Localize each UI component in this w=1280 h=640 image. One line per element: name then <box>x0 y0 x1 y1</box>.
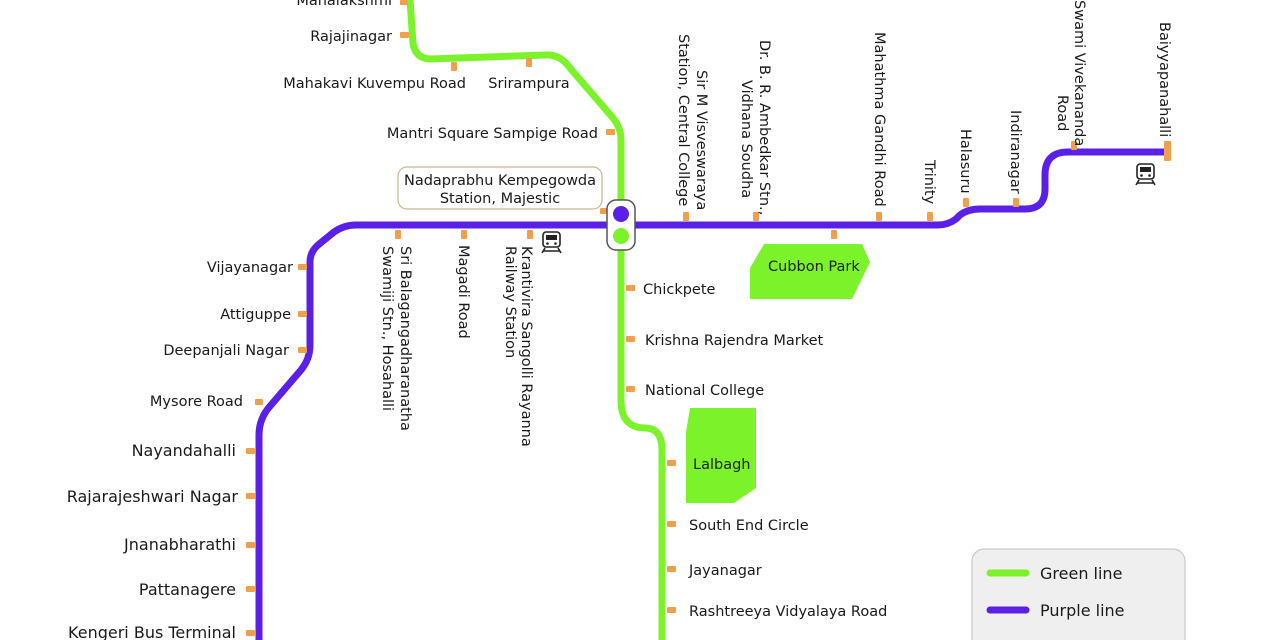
station-label-jayanagar[interactable]: Jayanagar <box>688 563 762 579</box>
legend-box <box>971 548 1186 640</box>
station-label-rr-nagar[interactable]: Rajarajeshwari Nagar <box>67 487 239 506</box>
station-label-kengeri[interactable]: Kengeri Bus Terminal <box>68 623 236 640</box>
tick-mysore-road <box>255 399 263 405</box>
interchange-label-box <box>397 166 603 210</box>
station-label-mg-road[interactable]: Mahathma Gandhi Road <box>871 32 887 207</box>
green-line-ticks <box>400 0 676 613</box>
tick-mantri-square <box>606 129 615 135</box>
interchange-label-line2: Station, Majestic <box>440 191 560 207</box>
tick-krantivira <box>527 230 533 239</box>
station-label-central-college-line2[interactable]: Station, Central College <box>675 34 691 206</box>
station-label-rv-road[interactable]: Rashtreeya Vidyalaya Road <box>689 604 887 620</box>
tick-kengeri <box>246 630 255 636</box>
green-line-track <box>406 0 666 640</box>
tick-south-end-circle <box>667 521 676 527</box>
station-label-deepanjali-nagar[interactable]: Deepanjali Nagar <box>163 343 289 359</box>
station-label-vidhana-soudha-line2[interactable]: Vidhana Soudha <box>738 80 754 198</box>
station-label-halasuru[interactable]: Halasuru <box>957 129 973 194</box>
station-label-baiyyapanahalli[interactable]: Baiyyapanahalli <box>1156 22 1172 137</box>
tick-magadi-road <box>461 230 467 239</box>
purple-line-track <box>255 148 1171 640</box>
park-label-lalbagh: Lalbagh <box>693 457 750 473</box>
interchange-green-dot <box>613 228 629 244</box>
tick-mahalakshmi <box>400 0 408 5</box>
interchange-majestic[interactable] <box>606 199 636 251</box>
tick-vijayanagar <box>298 264 307 270</box>
tick-vidhana-soudha <box>753 212 759 221</box>
tick-srirampura <box>526 58 532 67</box>
station-label-jnanabharathi[interactable]: Jnanabharathi <box>123 535 236 554</box>
purple-line-ticks <box>246 141 1171 636</box>
tick-jnanabharathi <box>246 542 255 548</box>
tick-trinity <box>927 212 933 221</box>
tick-kr-market <box>626 336 635 342</box>
tick-national-college <box>626 386 635 392</box>
station-label-central-college-line1[interactable]: Sir M Visveswaraya <box>693 70 709 210</box>
tick-halasuru <box>963 198 969 207</box>
tick-jayanagar <box>667 566 676 572</box>
tick-chickpete <box>626 285 635 291</box>
legend-purple-label: Purple line <box>1040 601 1125 620</box>
station-label-vidhana-soudha-line1[interactable]: Dr. B. R. Ambedkar Stn., <box>756 40 772 215</box>
tick-deepanjali-nagar <box>298 347 307 353</box>
legend: Green line Purple line <box>971 548 1186 640</box>
station-label-rajajinagar[interactable]: Rajajinagar <box>310 29 392 45</box>
station-label-swami-vivekananda-line2[interactable]: Road <box>1054 95 1070 131</box>
station-label-mysore-road[interactable]: Mysore Road <box>150 394 243 410</box>
station-label-mantri-square[interactable]: Mantri Square Sampige Road <box>387 126 598 142</box>
tick-majestic-label <box>600 208 607 214</box>
park-label-cubbon: Cubbon Park <box>768 259 860 275</box>
tick-baiyyapanahalli <box>1164 141 1171 161</box>
tick-attiguppe <box>298 311 307 317</box>
station-label-nayandahalli[interactable]: Nayandahalli <box>132 441 236 460</box>
station-label-chickpete[interactable]: Chickpete <box>643 282 716 298</box>
tick-mg-road <box>876 212 882 221</box>
tick-lalbagh <box>667 460 676 466</box>
train-icon <box>1135 163 1156 186</box>
station-label-krantivira-line1[interactable]: Krantivira Sangolli Rayanna <box>518 246 534 447</box>
tick-rajajinagar <box>400 32 409 38</box>
cubbon-park-area <box>750 244 870 299</box>
lalbagh-park-area <box>686 408 756 503</box>
tick-pattanagere <box>246 586 255 592</box>
tick-rr-nagar <box>246 493 255 499</box>
train-icon <box>541 231 562 254</box>
station-label-vijayanagar[interactable]: Vijayanagar <box>207 260 293 276</box>
tick-indiranagar <box>1013 198 1019 207</box>
station-label-hosahalli-line1[interactable]: Sri Balagangadharanatha <box>397 246 413 431</box>
legend-green-label: Green line <box>1040 564 1122 583</box>
station-label-swami-vivekananda-line1[interactable]: Swami Vivekananda <box>1071 0 1087 146</box>
interchange-purple-dot <box>613 206 629 222</box>
tick-central-college <box>683 212 689 221</box>
tick-swami-vivekananda <box>1071 141 1077 150</box>
station-label-attiguppe[interactable]: Attiguppe <box>220 307 291 323</box>
station-label-magadi-road[interactable]: Magadi Road <box>455 245 471 339</box>
station-label-south-end-circle[interactable]: South End Circle <box>689 518 809 534</box>
station-label-krantivira-line2[interactable]: Railway Station <box>502 246 518 358</box>
station-label-mahalakshmi[interactable]: Mahalakshmi <box>296 0 392 9</box>
station-label-mahakavi-kuvempu-road[interactable]: Mahakavi Kuvempu Road <box>283 76 466 92</box>
tick-cubbon-park <box>831 230 837 239</box>
station-label-indiranagar[interactable]: Indiranagar <box>1007 110 1023 194</box>
tick-rv-road <box>667 607 676 613</box>
station-label-national-college[interactable]: National College <box>645 383 764 399</box>
station-label-pattanagere[interactable]: Pattanagere <box>139 580 236 599</box>
interchange-label-line1: Nadaprabhu Kempegowda <box>404 173 596 189</box>
tick-nayandahalli <box>246 448 255 454</box>
tick-hosahalli <box>395 230 401 239</box>
station-label-trinity[interactable]: Trinity <box>921 159 937 205</box>
station-label-kr-market[interactable]: Krishna Rajendra Market <box>645 333 824 349</box>
station-label-srirampura[interactable]: Srirampura <box>488 76 569 92</box>
tick-mahakavi-kuvempu-road <box>451 62 457 71</box>
station-label-hosahalli-line2[interactable]: Swamiji Stn., Hosahalli <box>379 246 395 411</box>
